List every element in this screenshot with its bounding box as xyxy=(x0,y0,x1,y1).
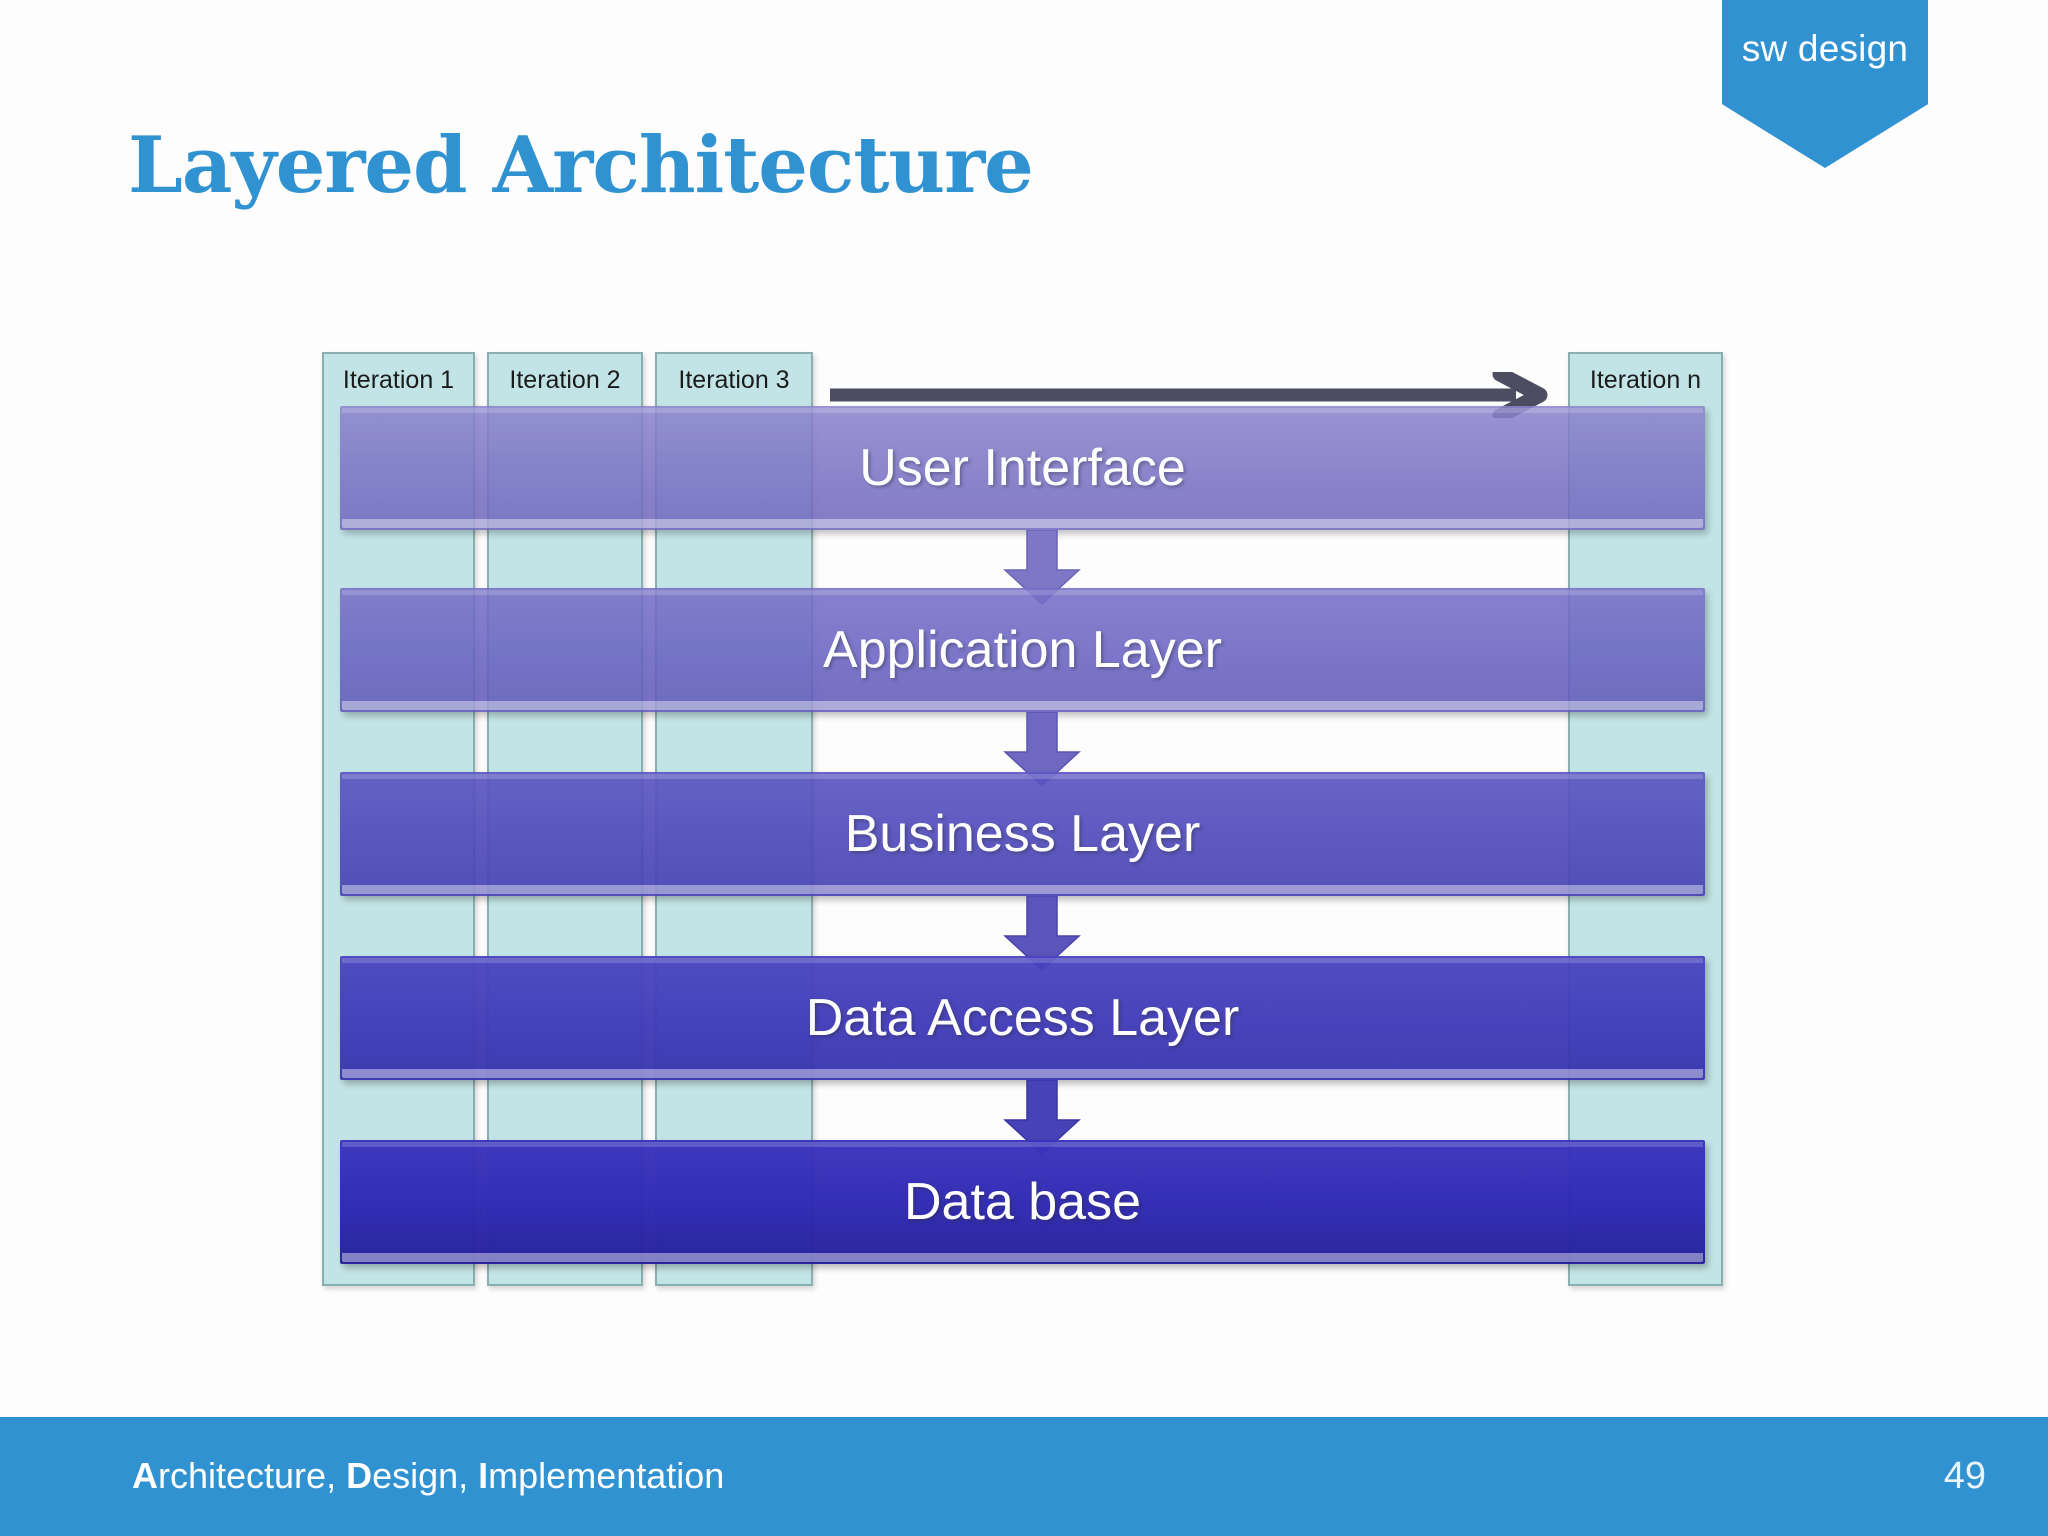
connector-arrow-down-icon-3 xyxy=(1003,896,1081,972)
connector-arrow-down-icon-1 xyxy=(1003,530,1081,606)
layer-label: Business Layer xyxy=(844,805,1201,863)
iteration-column-label: Iteration n xyxy=(1589,366,1702,394)
sw-design-badge: sw design xyxy=(1722,0,1928,168)
footer-word-architecture: rchitecture, xyxy=(158,1455,347,1496)
page-number: 49 xyxy=(1943,1455,1986,1497)
page-title: Layered Architecture xyxy=(128,120,1034,211)
layer-bar-data-access-layer: Data Access Layer xyxy=(340,956,1705,1080)
connector-arrow-down-icon-4 xyxy=(1003,1080,1081,1156)
footer-initial-i: I xyxy=(478,1455,489,1496)
connector-arrow-down-icon-2 xyxy=(1003,712,1081,788)
layer-label: Data Access Layer xyxy=(805,989,1240,1047)
footer-initial-d: D xyxy=(346,1455,373,1496)
iteration-column-label: Iteration 2 xyxy=(509,366,621,394)
layer-label: User Interface xyxy=(859,439,1186,497)
footer-word-implementation: mplementation xyxy=(488,1455,725,1496)
layer-label: Data base xyxy=(903,1173,1142,1231)
footer-course-label: Architecture, Design, Implementation xyxy=(132,1455,724,1497)
footer-initial-a: A xyxy=(132,1455,158,1496)
sw-design-badge-label: sw design xyxy=(1741,28,1909,69)
iteration-column-label: Iteration 1 xyxy=(342,366,455,394)
layer-bar-data-base: Data base xyxy=(340,1140,1705,1264)
layer-bar-application-layer: Application Layer xyxy=(340,588,1705,712)
layer-bar-business-layer: Business Layer xyxy=(340,772,1705,896)
footer-bar: Architecture, Design, Implementation 49 xyxy=(0,1417,2048,1536)
layer-label: Application Layer xyxy=(823,621,1222,679)
iteration-column-label: Iteration 3 xyxy=(678,366,790,394)
layer-bar-user-interface: User Interface xyxy=(340,406,1705,530)
footer-word-design: esign, xyxy=(372,1455,479,1496)
